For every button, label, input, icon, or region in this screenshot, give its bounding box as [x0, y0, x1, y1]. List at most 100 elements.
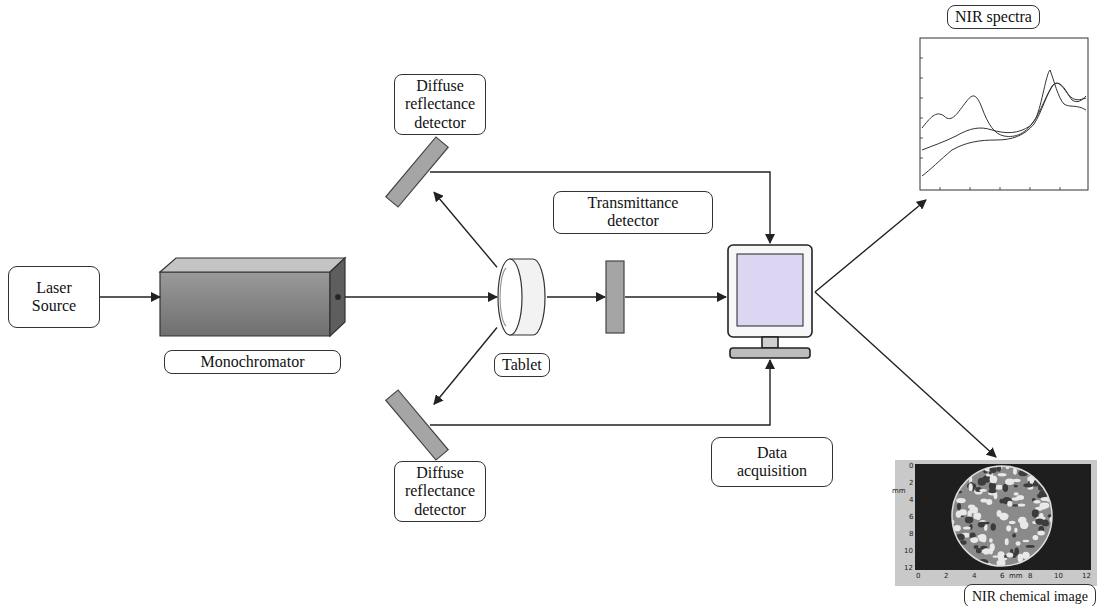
image-speckle: [995, 485, 1003, 490]
node-label: NIR chemical image: [972, 589, 1088, 605]
image-speckle: [983, 548, 990, 554]
computer-icon: [728, 245, 812, 358]
axis-tick-label: 2: [909, 479, 913, 487]
signal-wire: [430, 172, 996, 457]
tablet-sample: Tablet: [497, 258, 547, 336]
image-speckle: [1013, 470, 1016, 474]
image-speckle: [1033, 535, 1039, 540]
image-speckle: [1014, 548, 1019, 556]
image-speckle: [998, 551, 1005, 559]
detector-plate: Diffuse reflectance detector: [400, 150, 434, 194]
image-speckle: [982, 536, 986, 542]
image-speckle: [979, 489, 986, 492]
axis-tick-label: mm: [1009, 572, 1023, 580]
node-label: Data acquisition: [722, 444, 822, 481]
axis-tick-label: 8: [909, 530, 913, 538]
image-speckle: [1018, 554, 1023, 562]
spectra-plot: NIR spectra: [918, 36, 1090, 194]
image-speckle: [1014, 485, 1018, 488]
image-speckle: [1018, 503, 1026, 506]
image-speckle: [998, 473, 1007, 476]
source-box: Laser Source: [8, 266, 100, 328]
label-box: Monochromator: [164, 350, 341, 374]
light-path-arrow: [345, 296, 497, 297]
axis-tick-label: 2: [944, 572, 948, 580]
image-speckle: [1023, 483, 1033, 487]
tablet-drawing: [498, 259, 545, 335]
image-speckle: [1035, 519, 1044, 525]
image-speckle: [1005, 478, 1014, 485]
image-speckle: [1032, 509, 1038, 517]
node-label: Monochromator: [201, 353, 305, 371]
image-speckle: [997, 464, 1002, 472]
light-path-arrow: [434, 192, 497, 267]
label-box: NIR spectra: [947, 5, 1040, 29]
spectra-plot: [920, 38, 1088, 190]
image-speckle: [965, 517, 973, 524]
image-speckle: [1037, 531, 1045, 536]
axis-tick-label: 4: [972, 572, 976, 580]
image-speckle: [1045, 522, 1049, 526]
chemical-image: [895, 460, 1097, 586]
label-box: Transmittance detector: [553, 191, 713, 234]
image-speckle: [1006, 525, 1011, 531]
image-speckle: [1012, 497, 1020, 500]
image-speckle: [990, 475, 998, 483]
process-box: Data acquisition: [711, 437, 833, 487]
image-speckle: [992, 555, 998, 557]
axis-tick-label: mm: [892, 487, 906, 495]
detector-plate: Diffuse reflectance detector: [400, 403, 434, 447]
image-speckle: [969, 483, 973, 491]
node-label: Laser Source: [19, 279, 89, 316]
image-speckle: [968, 504, 975, 509]
image-speckle: [963, 527, 971, 530]
label-box: Tablet: [494, 353, 550, 377]
node-label: Diffuse reflectance detector: [402, 77, 478, 132]
monochromator-block: [160, 258, 345, 336]
axis-tick-label: 12: [1082, 572, 1091, 580]
axis-tick-label: 6: [1000, 572, 1004, 580]
image-speckle: [957, 503, 961, 510]
image-speckle: [1005, 538, 1009, 545]
image-speckle: [970, 537, 978, 543]
node-label: Transmittance detector: [561, 194, 705, 231]
node-label: Diffuse reflectance detector: [402, 464, 478, 519]
image-speckle: [1007, 501, 1012, 507]
image-speckle: [1014, 492, 1019, 495]
image-speckle: [976, 548, 982, 553]
image-speckle: [979, 534, 987, 542]
label-box: Diffuse reflectance detector: [394, 74, 486, 135]
image-speckle: [1033, 500, 1040, 504]
image-speckle: [1023, 540, 1030, 542]
image-speckle: [994, 493, 998, 499]
image-speckle: [999, 499, 1004, 504]
image-speckle: [989, 538, 993, 543]
light-path-arrow: [547, 296, 605, 297]
image-speckle: [1012, 533, 1016, 537]
image-speckle: [1033, 482, 1039, 487]
image-speckle: [1014, 527, 1017, 532]
image-speckle: [1006, 552, 1013, 557]
monochromator-block: Monochromator: [160, 258, 345, 336]
image-speckle: [1018, 517, 1026, 524]
image-speckle: [1012, 504, 1018, 506]
image-speckle: [997, 510, 1002, 517]
image-speckle: [981, 522, 990, 525]
axis-tick-label: 0: [916, 572, 920, 580]
image-speckle: [1002, 484, 1008, 492]
image-speckle: [974, 545, 979, 549]
image-speckle: [959, 509, 967, 515]
image-speckle: [1016, 541, 1021, 546]
label-box: NIR chemical image: [964, 584, 1096, 606]
axis-tick-label: 8: [1028, 572, 1032, 580]
image-speckle: [1034, 510, 1039, 516]
detector-plate: Transmittance detector: [605, 261, 625, 333]
image-speckle: [988, 489, 996, 493]
axis-tick-label: 0: [909, 462, 913, 470]
image-speckle: [1009, 521, 1016, 524]
axis-tick-label: 10: [1054, 572, 1063, 580]
image-speckle: [1039, 502, 1046, 509]
